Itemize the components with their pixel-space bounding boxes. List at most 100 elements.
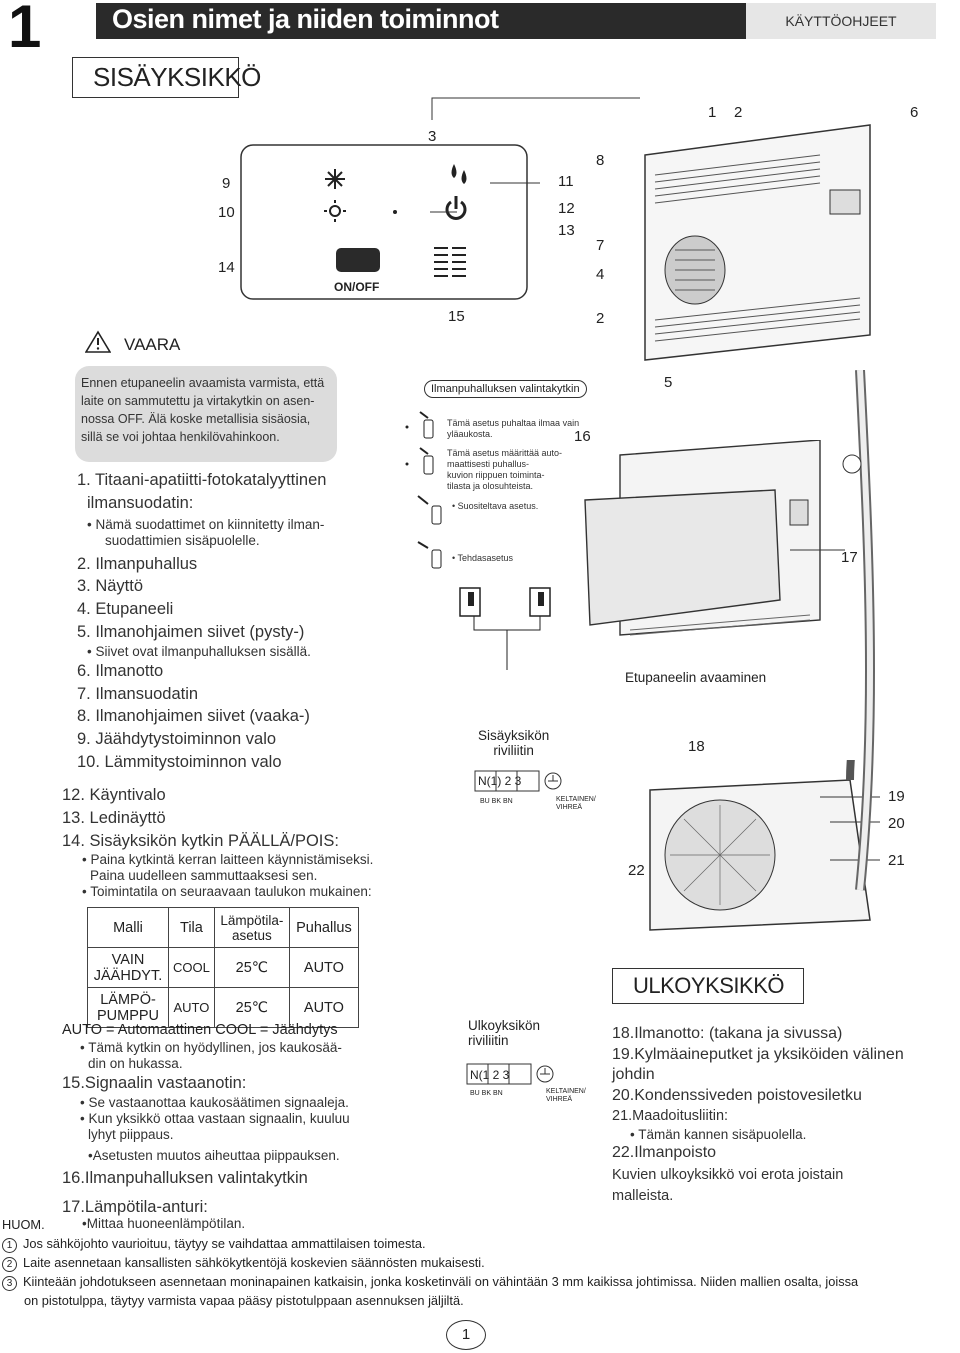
list-item: 21.Maadoitusliitin: [612, 1108, 729, 1124]
section-indoor: SISÄYKSIKKÖ [72, 57, 261, 98]
airflow-text-3: • Suositeltava asetus. [452, 501, 539, 511]
list-subitem: • Nämä suodattimet on kiinnitetty ilman- [87, 516, 325, 532]
list-item: 20.Kondenssiveden poistovesiletku [612, 1086, 862, 1104]
warning-line: Ennen etupaneelin avaamista varmista, et… [81, 376, 325, 390]
page-number: 1 [446, 1320, 486, 1350]
outdoor-terminal-ground: KELTAINEN/ VIHREÄ [546, 1088, 586, 1103]
mode-table: Malli Tila Lämpötila- asetus Puhallus VA… [87, 907, 360, 1028]
note-line: 3 Kiinteään johdotukseen asennetaan monin… [2, 1272, 960, 1291]
warning-line: nossa OFF. Älä koske metallisia sisäosia… [81, 412, 311, 426]
callout-lines [430, 97, 640, 213]
warning-box: Ennen etupaneelin avaamista varmista, et… [75, 366, 337, 462]
list-item: 15.Signaalin vastaanotin: [62, 1074, 247, 1092]
airflow-switch-title: Ilmanpuhalluksen valintakytkin [424, 380, 587, 398]
closing-note: Kuvien ulkoyksikkö voi erota joistain [612, 1167, 844, 1183]
list-item: 5. Ilmanohjaimen siivet (pysty-) [77, 622, 305, 641]
power-icon [445, 196, 467, 220]
callout-12: 12 [558, 200, 575, 217]
table-header: Tila [168, 907, 215, 948]
note-number: 3 [2, 1276, 17, 1291]
onoff-label-svg: ON/OFF [334, 280, 379, 294]
airflow-text-line: Tämä asetus puhaltaa ilmaa vain [447, 418, 580, 428]
note-number: 2 [2, 1257, 17, 1272]
callout-14: 14 [218, 259, 235, 276]
list-subitem: suodattimien sisäpuolelle. [105, 532, 260, 548]
airflow-text-line: maattisesti puhallus- [447, 459, 530, 469]
callout-8: 8 [596, 152, 605, 169]
note-line: 2 Laite asennetaan kansallisten sähkökytk… [2, 1253, 960, 1272]
pipe-illustration [842, 370, 876, 891]
list-subitem: • Paina kytkintä kerran laitteen käynnis… [82, 852, 374, 868]
outdoor-terminal-block [466, 1063, 554, 1085]
callout-20: 20 [888, 815, 905, 832]
list-item: 12. Käyntivalo [62, 786, 166, 804]
airflow-text-line: tilasta ja olosuhteista. [447, 481, 534, 491]
indoor-terminal-caption: Sisäyksikön riviliitin [478, 728, 549, 758]
warning-line: laite on sammutettu ja virtakytkin on as… [81, 394, 315, 408]
callout-17: 17 [841, 549, 858, 566]
table-row: VAIN JÄÄHDYT. COOL 25℃ AUTO [87, 947, 360, 988]
table-header: Lämpötila- asetus [213, 907, 290, 948]
callout-21: 21 [888, 852, 905, 869]
list-subitem: lyhyt piippaus. [88, 1126, 174, 1142]
outdoor-parts-list: 18.Ilmanotto: (takana ja sivussa) 19.Kyl… [612, 1024, 952, 1206]
mode-legend: AUTO = Automaattinen COOL = Jäähdytys [62, 1022, 338, 1038]
warning-label: VAARA [124, 335, 181, 354]
note-text: Laite asennetaan kansallisten sähkökytke… [23, 1255, 485, 1270]
front-panel-caption: Etupaneelin avaaminen [625, 670, 767, 685]
callout-2b: 2 [596, 310, 605, 327]
warning-line: sillä se voi johtaa henkilövahinkoon. [81, 430, 280, 444]
receiver-icon [434, 247, 466, 277]
callout-4: 4 [596, 266, 605, 283]
indoor-parts-list: 1. Titaani-apatiitti-fotokatalyyttinen i… [77, 469, 407, 774]
table-cell: AUTO [288, 947, 360, 988]
table-cell: 25℃ [213, 947, 290, 988]
table-cell: AUTO [168, 987, 215, 1028]
airflow-text-4: • Tehdasasetus [452, 553, 514, 563]
callout-3: 3 [428, 128, 437, 145]
indoor-terminal-block [474, 770, 562, 792]
callout-10: 10 [218, 204, 235, 221]
list-item: 17.Lämpötila-anturi: [62, 1197, 208, 1216]
note-line: on pistotulppa, täytyy varmista vapaa pä… [24, 1293, 464, 1308]
outdoor-terminal-wires: BU BK BN [470, 1090, 503, 1097]
list-subitem: •Mittaa huoneenlämpötilan. [82, 1216, 246, 1231]
manual-label: KÄYTTÖOHJEET [746, 3, 936, 39]
callout-6: 6 [910, 104, 919, 121]
indoor-terminal-labels: N(1) 2 3 [478, 774, 522, 788]
list-item: johdin [612, 1066, 655, 1083]
airflow-switch-diagram [405, 411, 551, 670]
closing-note: malleista. [612, 1187, 674, 1204]
list-subitem: din on hukassa. [88, 1056, 183, 1071]
outdoor-terminal-caption: Ulkoyksikön riviliitin [468, 1018, 540, 1048]
indoor-terminal-wires: BU BK BN [480, 798, 513, 805]
list-subitem: • Tämä kytkin on hyödyllinen, jos kaukos… [80, 1040, 342, 1055]
list-item: 22.Ilmanpoisto [612, 1143, 717, 1161]
list-item: 14. Sisäyksikön kytkin PÄÄLLÄ/POIS: [62, 831, 339, 850]
table-header: Puhallus [288, 907, 360, 948]
table-cell: VAIN JÄÄHDYT. [87, 947, 169, 988]
caption-line: Ulkoyksikön [468, 1018, 541, 1033]
list-item: 4. Etupaneeli [77, 600, 174, 619]
caption-line: Sisäyksikön [478, 728, 550, 743]
table-cell: LÄMPÖ- PUMPPU [87, 987, 169, 1028]
list-item: 16.Ilmanpuhalluksen valintakytkin [62, 1168, 308, 1187]
front-panel-diagram [584, 440, 845, 636]
note-text: Kiinteään johdotukseen asennetaan monina… [23, 1274, 859, 1289]
callout-19: 19 [888, 788, 905, 805]
warning-icon [85, 330, 111, 353]
onoff-button-shape [336, 248, 380, 272]
list-item: 1. Titaani-apatiitti-fotokatalyyttinen [77, 471, 327, 489]
callout-2a: 2 [734, 104, 743, 121]
callout-1: 1 [708, 104, 717, 121]
table-cell: COOL [168, 947, 215, 988]
control-panel: ON/OFF [240, 144, 528, 300]
list-subitem: • Se vastaanottaa kaukosäätimen signaale… [80, 1094, 349, 1110]
note-text: Jos sähköjohto vaurioituu, täytyy se vai… [23, 1236, 426, 1251]
list-item: 13. Ledinäyttö [62, 808, 166, 827]
list-item: 19.Kylmäaineputket ja yksiköiden välinen [612, 1045, 904, 1063]
callout-15: 15 [448, 308, 465, 325]
chapter-number: 1 [8, 0, 41, 60]
callout-18: 18 [688, 738, 705, 755]
